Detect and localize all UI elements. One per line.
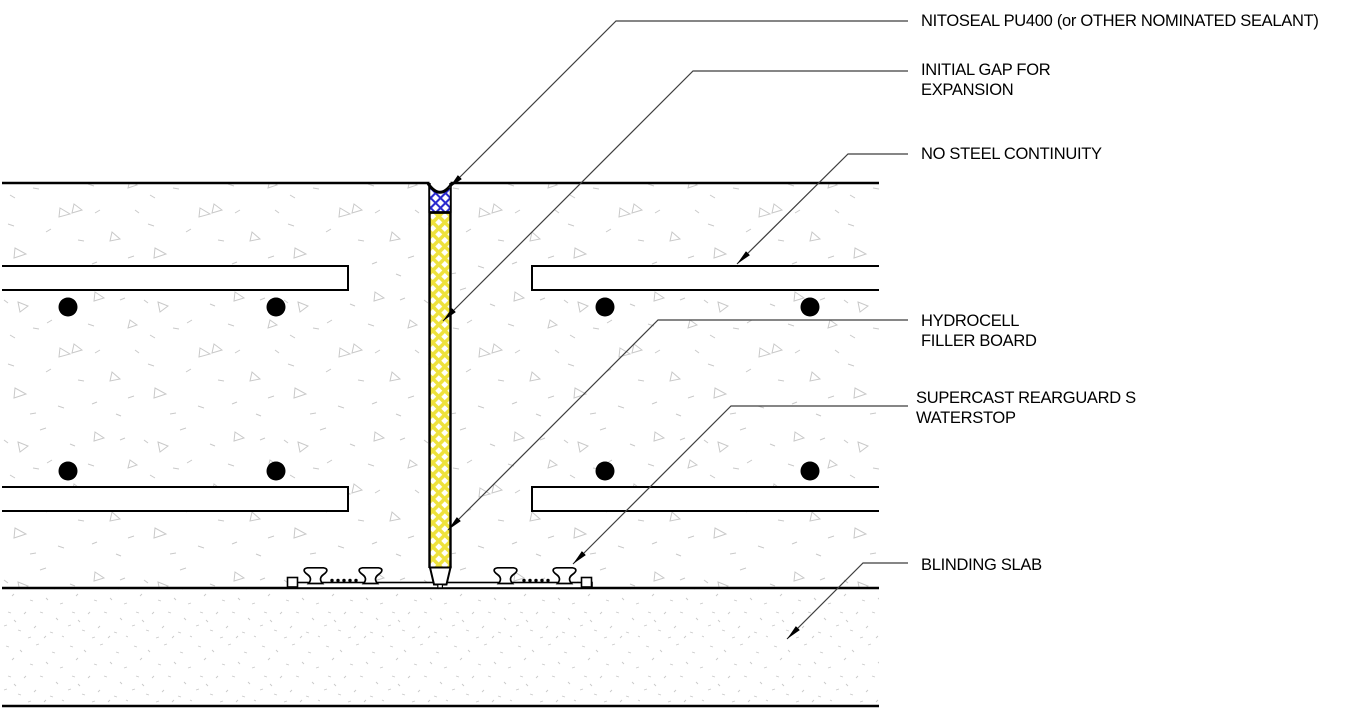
rebar-dot <box>595 297 615 317</box>
label-sealant: NITOSEAL PU400 (or OTHER NOMINATED SEALA… <box>921 12 1319 32</box>
rebar-bar-bottom-right <box>531 486 879 512</box>
label-waterstop: SUPERCAST REARGUARD S WATERSTOP <box>916 389 1136 428</box>
rebar-bar-top-left <box>2 265 349 291</box>
leader-waterstop <box>572 405 908 565</box>
label-blinding-slab-line1: BLINDING SLAB <box>921 556 1042 574</box>
waterstop-end-tabs <box>286 576 593 588</box>
label-expansion-gap-line1: INITIAL GAP FOR <box>921 61 1051 79</box>
blinding-slab-texture <box>2 589 879 705</box>
leader-expansion-gap <box>442 70 908 322</box>
label-waterstop-line1: SUPERCAST REARGUARD S <box>916 389 1136 407</box>
label-steel-continuity: NO STEEL CONTINUITY <box>921 145 1102 165</box>
waterstop-bulb <box>358 566 383 585</box>
rebar-bars <box>2 265 879 512</box>
leader-sealant <box>448 20 908 189</box>
rebar-dot <box>800 297 820 317</box>
rebar-dot <box>800 461 820 481</box>
rebar-dot <box>595 461 615 481</box>
waterstop-end-tab <box>286 576 299 588</box>
rebar-dot <box>266 297 286 317</box>
waterstop-bulb <box>552 566 577 585</box>
label-filler-board: HYDROCELL FILLER BOARD <box>921 312 1037 351</box>
label-blinding-slab: BLINDING SLAB <box>921 556 1042 576</box>
label-waterstop-line2: WATERSTOP <box>916 408 1016 427</box>
label-filler-board-line1: HYDROCELL <box>921 312 1020 330</box>
waterstop-bulb <box>493 566 518 585</box>
rebar-dot <box>58 461 78 481</box>
rebar-dot <box>58 297 78 317</box>
rebar-bar-bottom-left <box>2 486 349 512</box>
label-expansion-gap: INITIAL GAP FOR EXPANSION <box>921 61 1051 100</box>
rebar-dot <box>266 461 286 481</box>
rebar-dots <box>58 297 820 481</box>
waterstop-profile <box>286 566 593 589</box>
label-sealant-line1: NITOSEAL PU400 (or OTHER NOMINATED SEALA… <box>921 12 1319 30</box>
leader-filler-board <box>447 319 908 531</box>
waterstop-bulb <box>303 566 328 585</box>
waterstop-center-block <box>428 566 452 586</box>
leader-blinding-slab <box>786 562 908 640</box>
label-steel-continuity-line1: NO STEEL CONTINUITY <box>921 145 1102 163</box>
label-expansion-gap-line2: EXPANSION <box>921 80 1014 99</box>
label-filler-board-line2: FILLER BOARD <box>921 331 1037 350</box>
waterstop-end-tab <box>580 576 593 588</box>
filler-board <box>430 213 451 568</box>
rebar-bar-top-right <box>531 265 879 291</box>
waterstop-serrations <box>330 578 550 583</box>
waterstop-center-nub <box>437 583 443 589</box>
waterstop-bulbs <box>303 566 577 585</box>
leader-steel-continuity <box>736 153 908 265</box>
leader-lines <box>442 20 908 640</box>
